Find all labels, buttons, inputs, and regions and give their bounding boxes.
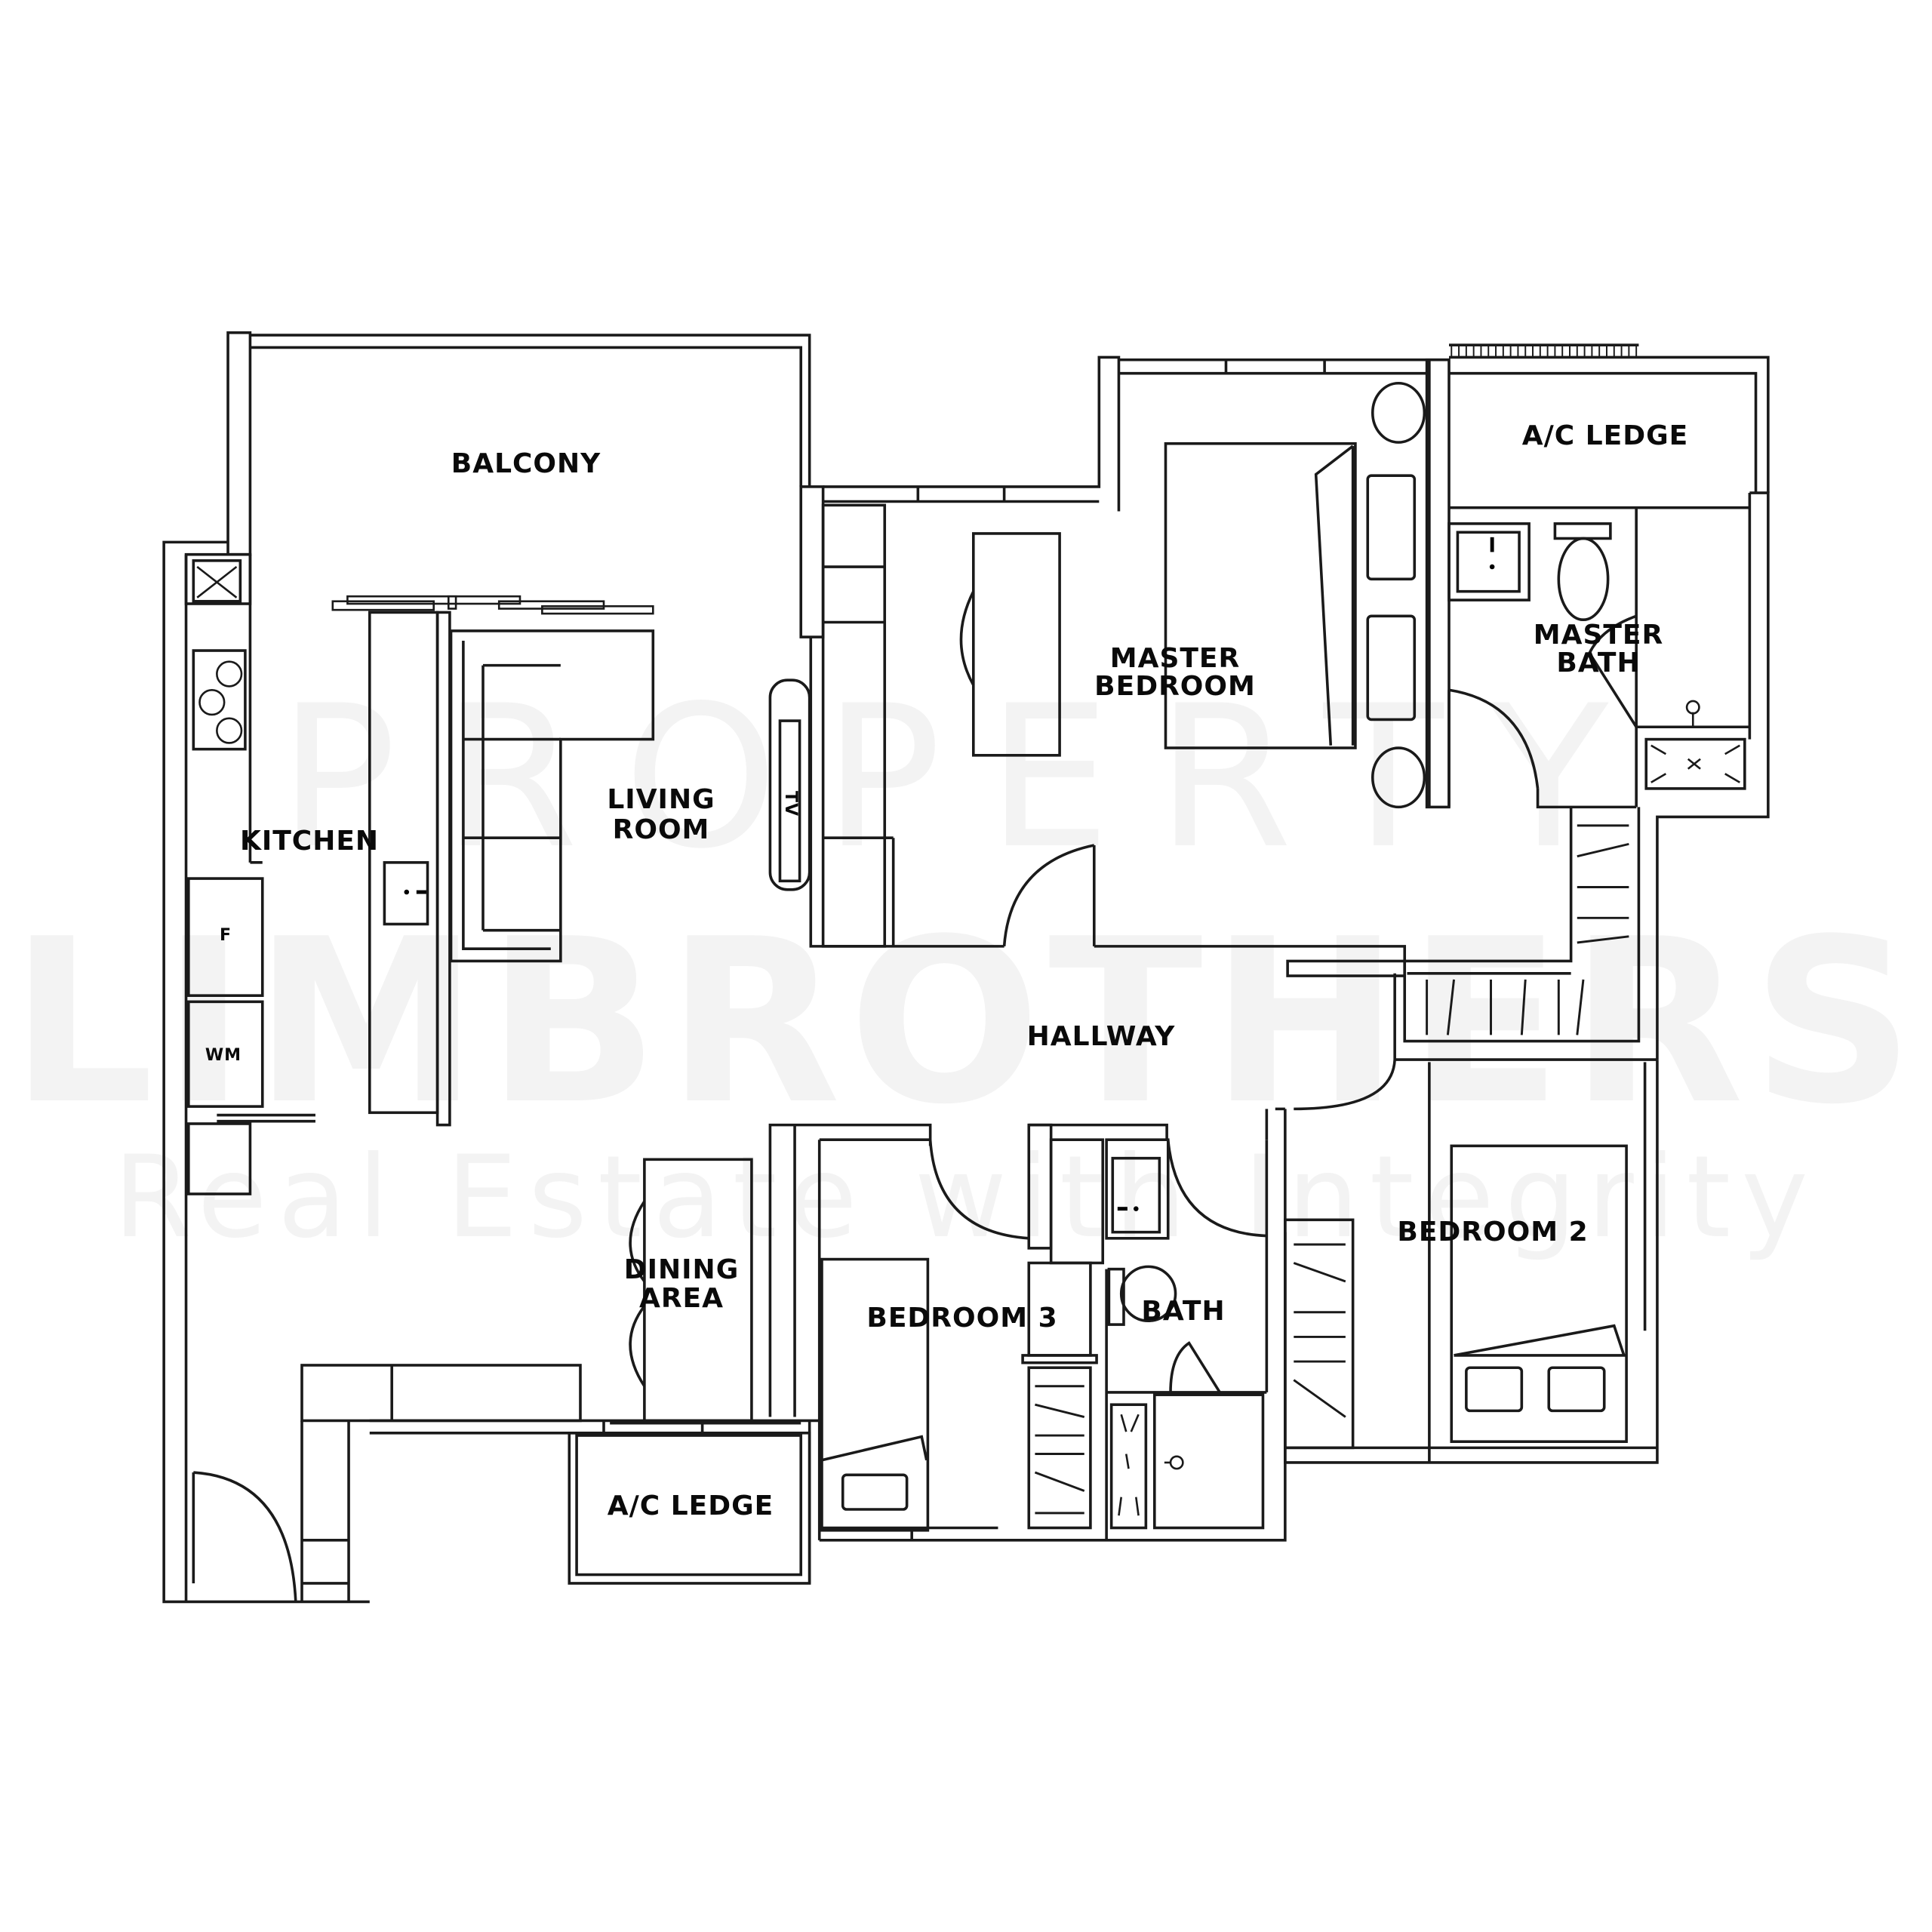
label-tv: TV (781, 790, 800, 817)
label-master-bath-line2: BATH (1556, 648, 1641, 678)
label-fridge: F (219, 926, 232, 945)
wardrobe-hall (1286, 807, 1657, 1061)
bedroom-2-walls (1284, 1059, 1659, 1464)
label-bath: BATH (1141, 1296, 1226, 1327)
label-washing-machine: WM (205, 1046, 242, 1065)
label-master-bedroom-line1: MASTER (1109, 643, 1241, 674)
bedroom-3-walls (768, 1123, 1287, 1542)
hallway-bath-door (1265, 1107, 1285, 1140)
label-living-room-line2: ROOM (612, 814, 710, 845)
master-bath-walls (1447, 491, 1770, 1060)
label-hallway: HALLWAY (1026, 1021, 1176, 1052)
label-master-bedroom-line2: BEDROOM (1094, 671, 1256, 702)
label-balcony: BALCONY (451, 448, 601, 479)
label-ac-ledge-bottom: A/C LEDGE (607, 1491, 774, 1521)
dining-walls (192, 1158, 820, 1602)
label-bedroom-3: BEDROOM 3 (866, 1303, 1058, 1334)
label-dining-area-line2: AREA (638, 1283, 724, 1314)
label-kitchen: KITCHEN (239, 826, 380, 857)
kitchen-walls (162, 540, 654, 1604)
label-ac-ledge-top: A/C LEDGE (1521, 420, 1689, 451)
label-living-room-line1: LIVING (607, 784, 715, 815)
label-dining-area-line1: DINING (623, 1254, 740, 1285)
sofa (449, 629, 655, 963)
label-bedroom-2: BEDROOM 2 (1397, 1217, 1589, 1247)
label-master-bath-line1: MASTER (1533, 620, 1664, 651)
master-bedroom-walls (799, 355, 1451, 961)
ac-ledge-top-walls (1449, 343, 1770, 509)
tv-console (768, 678, 811, 891)
balcony-walls (226, 331, 811, 556)
